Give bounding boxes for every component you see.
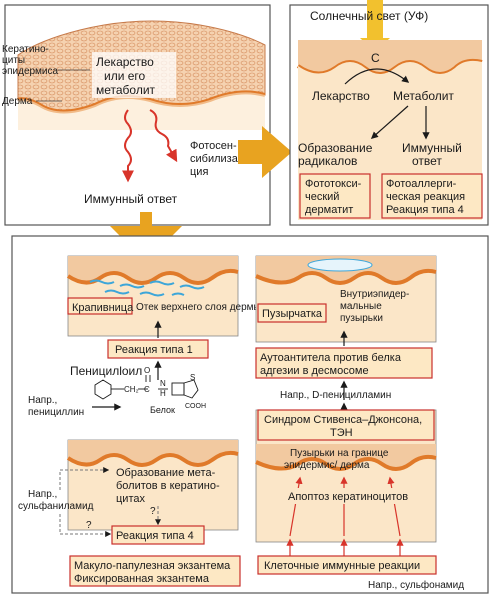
sjs-panel: Синдром Стивенса–Джонсона, ТЭН Пузырьки … [255,409,437,543]
chem-o: O [144,366,150,375]
pemphigus-panel: Пузырчатка Внутриэпидер- мальные пузырьк… [255,255,437,343]
arrow-to-photoreaction [238,126,292,178]
example-penicillamine: Напр., D-пеницилламин [280,390,391,401]
exanthema-label-2: Фиксированная экзантема [74,573,210,585]
immune-wavy-arrow [122,109,134,183]
penicilloyl-label: Пеницилloил [70,364,142,378]
sunlight-label: Солнечный свет (УФ) [310,9,428,23]
sjs-label-2: ТЭН [330,427,353,439]
chem-c: C [144,385,150,394]
example-sulfa-2: сульфаниламид [18,500,94,512]
chem-ch2: CH₂ [124,385,139,394]
question-mark-2: ? [150,506,156,517]
chem-s: S [190,373,195,382]
photoallergic-label-1: Фотоаллерги- [386,178,457,190]
penicilloyl-structure [94,375,199,400]
immune-response-label: Иммунный ответ [84,192,178,206]
autoantibodies-label-2: адгезии в десмосоме [260,365,369,377]
autoantibodies-label-1: Аутоантитела против белка [260,352,402,364]
keratinocytes-label-3: эпидермиса [2,66,59,77]
photosens-wavy-arrow [149,109,178,163]
dermis-label: Дерма [2,96,33,107]
immune-label-1: Иммунный [402,141,462,155]
photosens-label-1: Фотосен- [190,140,237,152]
blisters-label-2: эпидермис/ дерма [284,460,370,471]
example-penicillin-1: Напр., [28,395,57,406]
phototoxic-label-1: Фототокси- [305,178,362,190]
autoantibodies-box [255,347,433,379]
reaction-type4-box [111,525,205,545]
question-mark-1: ? [86,520,92,531]
reaction-type1-label: Реакция типа 1 [115,344,193,356]
tr-metabolite-label: Метаболит [393,89,454,103]
drug-label-1: Лекарство [96,55,154,69]
radicals-label-2: радикалов [298,154,357,168]
photoallergic-label-3: Реакция типа 4 [386,204,464,216]
example-sulfa-1: Напр., [28,489,57,500]
cellular-label: Клеточные иммунные реакции [264,560,420,572]
photosens-label-3: ция [190,166,208,178]
panel-top-left: Лекарство или его метаболит Кератино- ци… [2,4,271,226]
exanthema-label-1: Макуло-папулезная экзантема [74,560,231,572]
urticaria-panel: Крапивница Отек верхнего слоя дермы [66,255,261,337]
metabolites-panel: Образование мета- болитов в кератино- ци… [66,439,239,531]
intraepidermal-label-3: пузырьки [340,313,383,324]
reaction-type1-box [107,339,209,359]
metabolites-label-3: цитах [116,493,145,505]
chem-cooh: COOH [185,403,206,410]
panel-top-right: Солнечный свет (УФ) C Лекарство Метаболи… [289,0,489,226]
phototoxic-label-2: ческий [305,191,339,203]
example-sulfonamide: Напр., сульфонамид [368,579,464,591]
keratinocytes-label-1: Кератино- [2,44,49,55]
protein-label: Белок [150,405,175,415]
blisters-label-1: Пузырьки на границе [290,448,389,459]
photoallergic-label-2: ческая реакция [386,191,465,203]
metabolites-label-1: Образование мета- [116,467,216,479]
intraepidermal-blister [307,258,373,272]
sunlight-beam [367,0,383,40]
chem-n: N [160,379,166,388]
radicals-label-1: Образование [298,141,373,155]
sjs-label-1: Синдром Стивенса–Джонсона, [264,414,422,426]
exanthema-box [69,555,241,587]
phototoxic-label-3: дерматит [305,204,353,216]
cellular-arrows [286,538,404,556]
cellular-box [257,555,437,575]
photosens-label-2: сибилиза- [190,153,242,165]
keratinocytes-label-2: циты [2,55,25,66]
drug-label-3: метаболит [96,83,156,97]
urticaria-label: Крапивница [72,302,134,314]
reaction-type4-label: Реакция типа 4 [116,530,194,542]
apoptosis-label: Апоптоз кератиноцитов [288,491,408,503]
drug-label-2: или его [104,69,146,83]
tr-drug-label: Лекарство [312,89,370,103]
metabolites-label-2: болитов в кератино- [116,480,220,492]
intraepidermal-label-2: мальные [340,301,382,312]
edema-label: Отек верхнего слоя дермы [136,302,261,313]
pemphigus-label: Пузырчатка [262,308,323,320]
intraepidermal-label-1: Внутриэпидер- [340,289,409,300]
chem-h: H [160,389,166,398]
edema-marks [89,279,205,297]
immune-label-2: ответ [412,154,442,168]
example-penicillin-2: пенициллин [28,407,84,418]
electron-symbol: C [371,51,380,65]
